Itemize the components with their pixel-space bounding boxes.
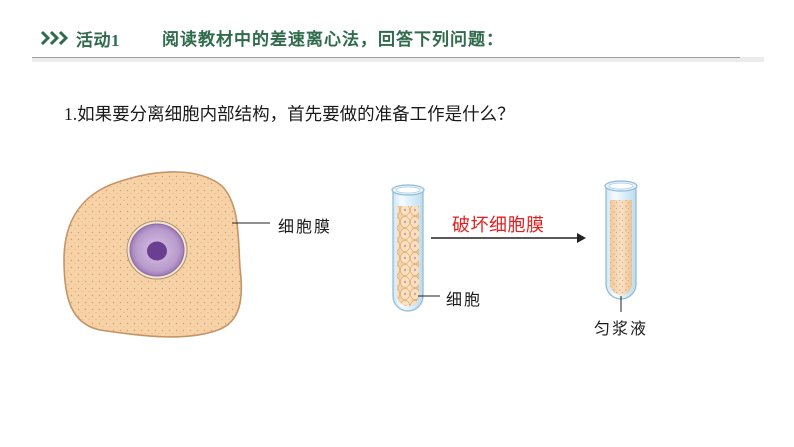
- process-arrow: [431, 233, 586, 243]
- activity-header: 活动1: [40, 24, 120, 52]
- header-divider: [32, 57, 740, 58]
- activity-title: 阅读教材中的差速离心法，回答下列问题：: [162, 30, 504, 50]
- header-shadow-bar: [32, 57, 764, 62]
- question-text: 1.如果要分离细胞内部结构，首先要做的准备工作是什么？: [64, 101, 515, 126]
- test-tube-cells: [391, 184, 425, 312]
- triple-chevron-icon: [40, 30, 70, 46]
- cells-label: 细胞: [446, 290, 483, 309]
- cell-membrane-label: 细胞膜: [278, 217, 333, 236]
- activity-label: 活动1: [76, 30, 120, 50]
- question-number: 1.: [64, 104, 78, 124]
- homogenate-label: 匀浆液: [594, 319, 649, 338]
- question-body: 如果要分离细胞内部结构，首先要做的准备工作是什么？: [77, 105, 515, 125]
- test-tube-homogenate: [604, 180, 638, 300]
- cell-diagram: [63, 171, 243, 338]
- nucleus: [126, 220, 188, 280]
- break-membrane-label: 破坏细胞膜: [452, 215, 545, 236]
